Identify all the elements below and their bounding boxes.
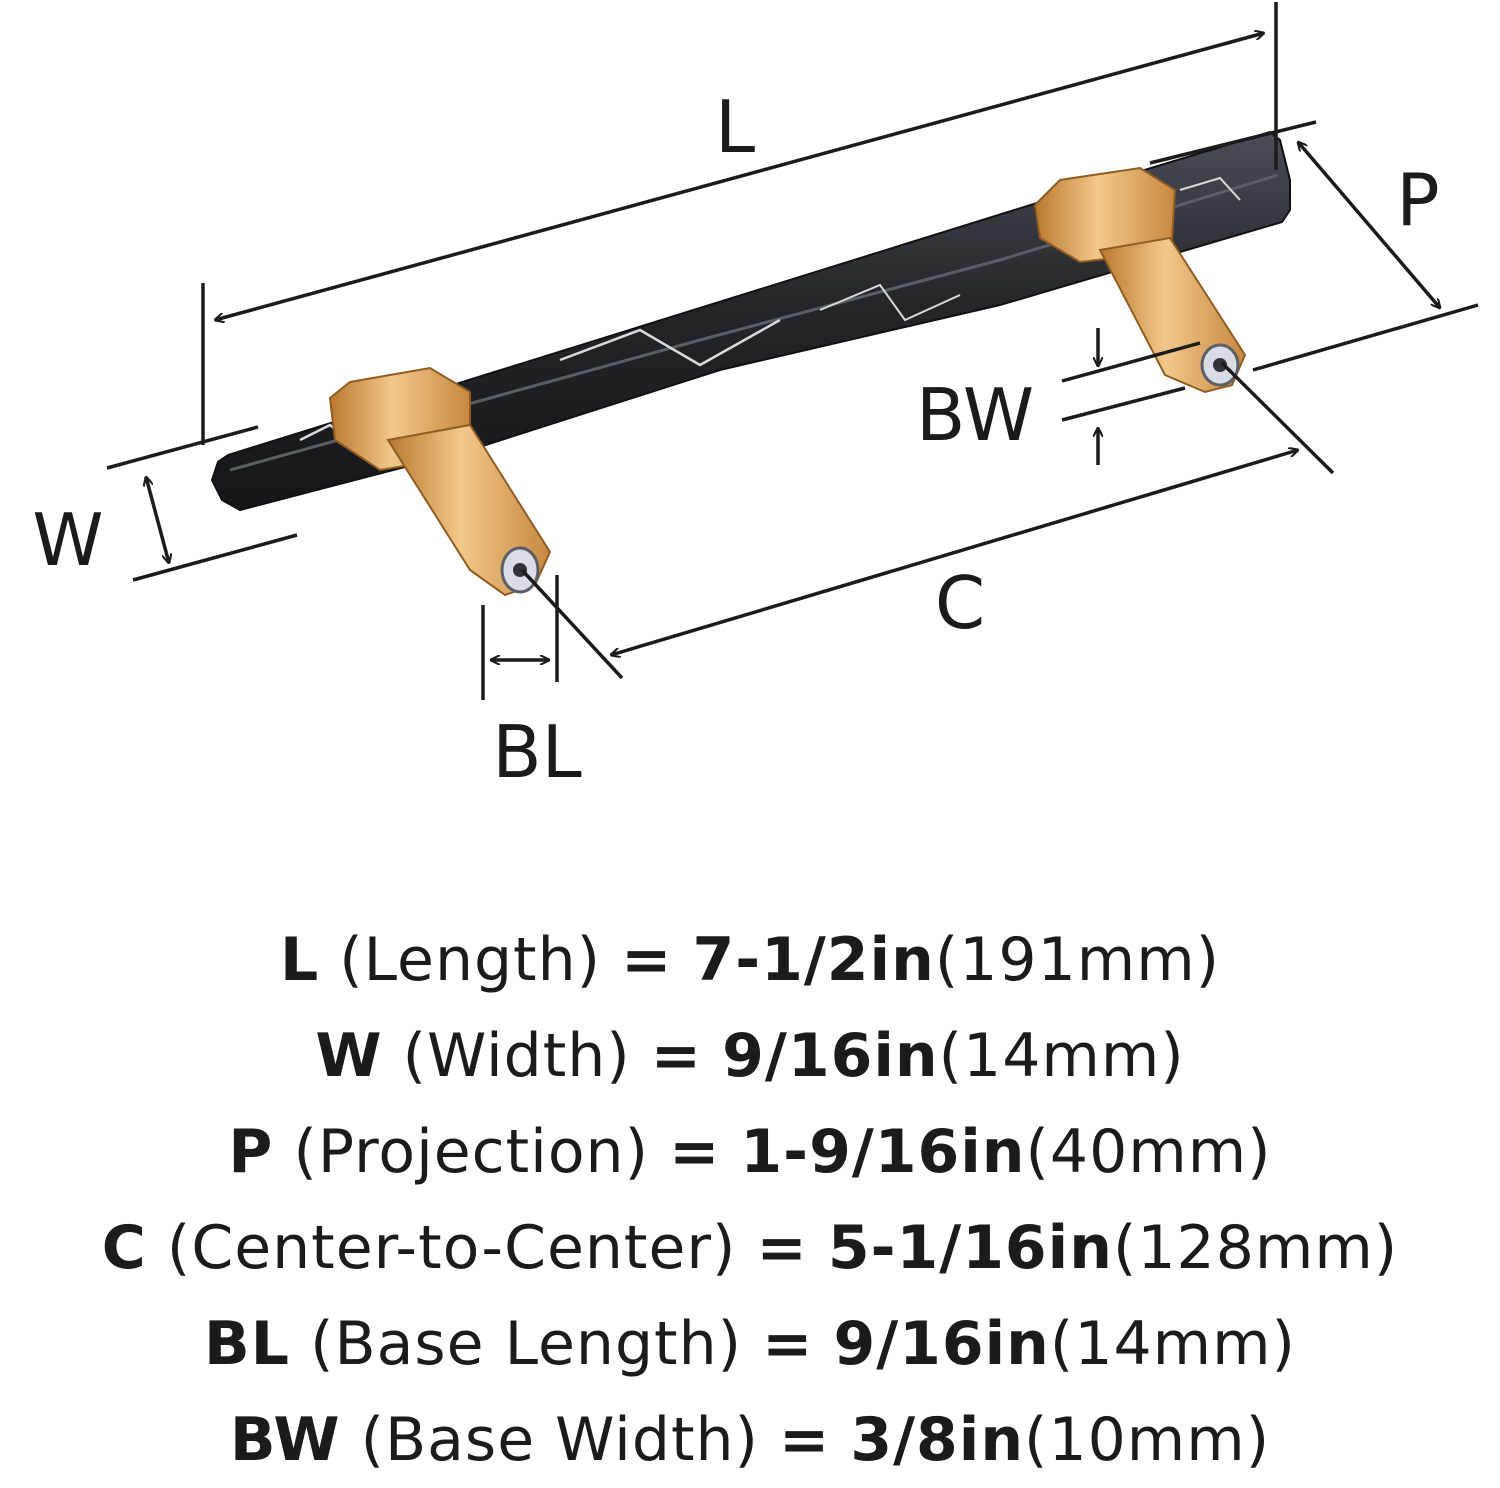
spec-code: BL xyxy=(204,1309,290,1379)
width-label: W xyxy=(32,498,103,582)
spec-row-width: W (Width) = 9/16in(14mm) xyxy=(0,1008,1500,1104)
spec-metric: (40mm) xyxy=(1025,1117,1272,1187)
base-length-dimension: BL xyxy=(481,575,582,794)
spec-value: 9/16in xyxy=(722,1021,939,1091)
spec-value: 9/16in xyxy=(833,1309,1050,1379)
spec-row-base-length: BL (Base Length) = 9/16in(14mm) xyxy=(0,1296,1500,1392)
center-to-center-label: C xyxy=(935,561,985,645)
spec-value: 5-1/16in xyxy=(827,1213,1113,1283)
spec-metric: (14mm) xyxy=(938,1021,1185,1091)
base-width-label: BW xyxy=(916,373,1034,457)
left-post xyxy=(328,366,552,597)
spec-name: (Length) xyxy=(339,925,602,995)
spec-value: 1-9/16in xyxy=(740,1117,1026,1187)
base-width-dimension: BW xyxy=(916,328,1201,465)
spec-code: BW xyxy=(229,1405,341,1475)
spec-metric: (128mm) xyxy=(1112,1213,1399,1283)
spec-metric: (10mm) xyxy=(1024,1405,1271,1475)
spec-row-base-width: BW (Base Width) = 3/8in(10mm) xyxy=(0,1392,1500,1488)
spec-code: P xyxy=(228,1117,274,1187)
spec-equals: = xyxy=(650,1021,703,1091)
spec-equals: = xyxy=(669,1117,721,1187)
spec-metric: (14mm) xyxy=(1049,1309,1296,1379)
spec-row-projection: P (Projection) = 1-9/16in(40mm) xyxy=(0,1104,1500,1200)
width-dimension: W xyxy=(32,425,298,582)
handle-dimension-diagram: L P W BW C BL xyxy=(32,2,1479,794)
spec-equals: = xyxy=(756,1213,808,1283)
spec-value: 7-1/2in xyxy=(692,925,935,995)
spec-name: (Base Length) xyxy=(310,1309,743,1379)
spec-equals: = xyxy=(762,1309,814,1379)
length-label: L xyxy=(715,85,755,169)
spec-name: (Center-to-Center) xyxy=(166,1213,737,1283)
spec-name: (Width) xyxy=(402,1021,631,1091)
projection-label: P xyxy=(1396,158,1439,242)
spec-equals: = xyxy=(621,925,673,995)
spec-value: 3/8in xyxy=(850,1405,1025,1475)
spec-equals: = xyxy=(778,1405,831,1475)
length-dimension: L xyxy=(201,2,1278,445)
spec-row-center-to-center: C (Center-to-Center) = 5-1/16in(128mm) xyxy=(0,1200,1500,1296)
center-to-center-dimension: C xyxy=(520,361,1335,680)
spec-name: (Base Width) xyxy=(360,1405,759,1475)
spec-metric: (191mm) xyxy=(934,925,1221,995)
spec-code: C xyxy=(101,1213,147,1283)
spec-name: (Projection) xyxy=(293,1117,649,1187)
base-length-label: BL xyxy=(492,710,582,794)
projection-dimension: P xyxy=(1149,120,1479,372)
spec-code: W xyxy=(315,1021,383,1091)
spec-row-length: L (Length) = 7-1/2in(191mm) xyxy=(0,912,1500,1008)
spec-code: L xyxy=(279,925,320,995)
dimension-specs-list: L (Length) = 7-1/2in(191mm) W (Width) = … xyxy=(0,912,1500,1488)
